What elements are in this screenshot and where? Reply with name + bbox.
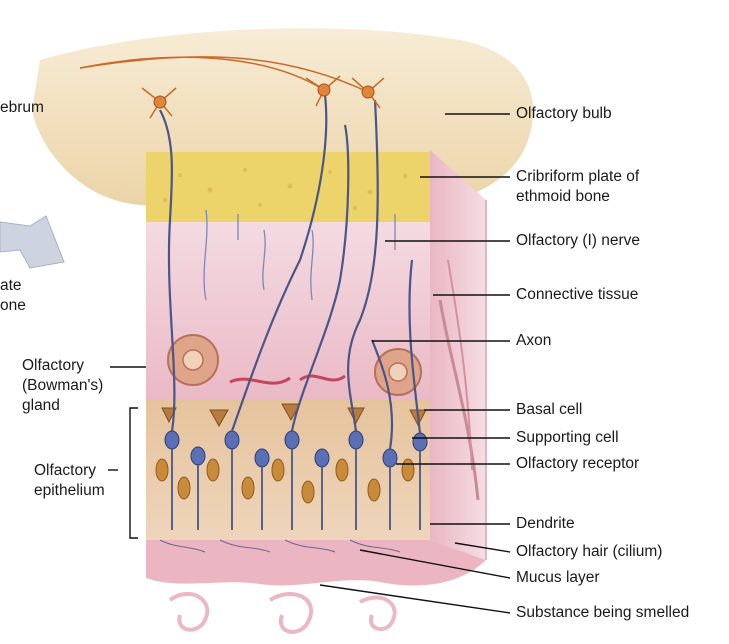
label-bowman-line2: (Bowman's)	[22, 376, 103, 395]
arrow-shape	[0, 216, 64, 268]
mucus-layer-shape	[146, 540, 486, 586]
substance-swirls	[170, 594, 395, 632]
label-cerebrum: ebrum	[0, 98, 44, 117]
label-supporting-cell: Supporting cell	[516, 428, 619, 447]
label-cribriform-line2: ethmoid bone	[516, 187, 610, 206]
label-mucus-layer: Mucus layer	[516, 568, 600, 587]
label-substance: Substance being smelled	[516, 603, 729, 622]
label-dendrite: Dendrite	[516, 514, 575, 533]
label-left-fragment-1: ate	[0, 276, 22, 295]
label-connective-tissue: Connective tissue	[516, 285, 638, 304]
label-left-fragment-2: one	[0, 296, 26, 315]
label-olfactory-hair: Olfactory hair (cilium)	[516, 542, 662, 561]
label-olfactory-receptor: Olfactory receptor	[516, 454, 639, 473]
label-bowman-line1: Olfactory	[22, 356, 84, 375]
label-axon: Axon	[516, 331, 551, 350]
epithelium-shape	[146, 400, 430, 540]
label-epithelium-line1: Olfactory	[34, 461, 96, 480]
label-olfactory-nerve: Olfactory (I) nerve	[516, 231, 640, 250]
bowman-gland-left	[168, 335, 218, 385]
label-bowman-line3: gland	[22, 396, 60, 415]
label-cribriform-line1: Cribriform plate of	[516, 167, 639, 186]
label-basal-cell: Basal cell	[516, 400, 582, 419]
label-olfactory-bulb: Olfactory bulb	[516, 104, 612, 123]
label-epithelium-line2: epithelium	[34, 481, 105, 500]
